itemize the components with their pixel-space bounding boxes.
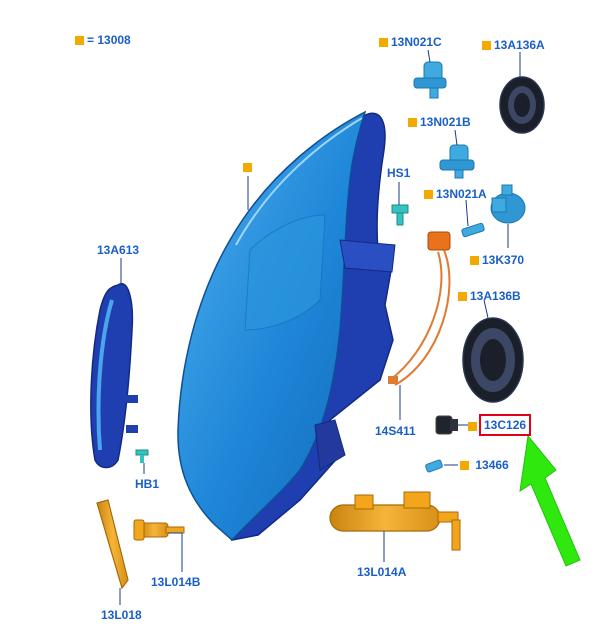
grommet-13A136A — [499, 76, 545, 134]
lens-reflector-detail — [244, 214, 326, 331]
socket-13K370 — [490, 184, 526, 224]
grommet-13A136B — [462, 317, 524, 403]
actuator-13L014A — [329, 491, 461, 551]
marker-square-icon — [482, 41, 491, 50]
bulb-hs1 — [391, 204, 409, 226]
marker-square-icon — [379, 38, 388, 47]
bulb-13466 — [425, 459, 443, 473]
label-13K370[interactable]: 13K370 — [470, 253, 524, 267]
label-13C126[interactable]: 13C126 — [484, 418, 527, 432]
label-13A613[interactable]: 13A613 — [97, 243, 140, 257]
label-14S411[interactable]: 14S411 — [375, 424, 416, 438]
bulb-13N021A — [461, 222, 485, 238]
amber-reflector-13L018 — [96, 499, 129, 590]
legend: = 13008 — [75, 33, 131, 47]
headlamp-assembly — [177, 110, 396, 542]
marker-square-icon — [243, 163, 252, 172]
marker-square-icon — [470, 256, 479, 265]
pointer-arrow — [519, 434, 581, 567]
connector-13C126 — [435, 415, 458, 435]
label-13C126-marker — [468, 419, 480, 433]
housing-flange — [339, 239, 396, 273]
label-hb1[interactable]: HB1 — [135, 477, 160, 491]
marker-square-icon — [408, 118, 417, 127]
marker-square-icon — [75, 36, 84, 45]
label-13N021B[interactable]: 13N021B — [408, 115, 471, 129]
marker-square-icon — [424, 190, 433, 199]
side-marker-13A613 — [90, 282, 138, 469]
label-13N021C[interactable]: 13N021C — [379, 35, 442, 49]
legend-sign: = — [87, 33, 95, 47]
label-13466[interactable]: 13466 — [460, 458, 509, 472]
leader-lines — [119, 49, 521, 605]
label-13L014A[interactable]: 13L014A — [357, 565, 407, 579]
label-13L014B[interactable]: 13L014B — [151, 575, 201, 589]
bulb-hb1 — [135, 449, 149, 463]
label-hs1[interactable]: HS1 — [387, 166, 411, 180]
marker-square-icon — [468, 422, 477, 431]
connector-13L014B — [133, 519, 185, 541]
label-13L018[interactable]: 13L018 — [101, 608, 142, 622]
label-13A136B[interactable]: 13A136B — [458, 289, 521, 303]
highlight-box — [479, 414, 531, 436]
marker-square-icon — [458, 292, 467, 301]
label-headlamp — [243, 160, 255, 174]
housing-lower-mount — [314, 419, 346, 471]
lens-edge-highlight — [235, 117, 363, 246]
bulb-13N021B — [439, 144, 475, 179]
bulb-13N021C — [413, 61, 447, 99]
marker-square-icon — [460, 461, 469, 470]
legend-code: 13008 — [97, 33, 131, 47]
label-13A136A[interactable]: 13A136A — [482, 38, 545, 52]
label-13N021A[interactable]: 13N021A — [424, 187, 487, 201]
harness-14S411 — [388, 231, 451, 386]
